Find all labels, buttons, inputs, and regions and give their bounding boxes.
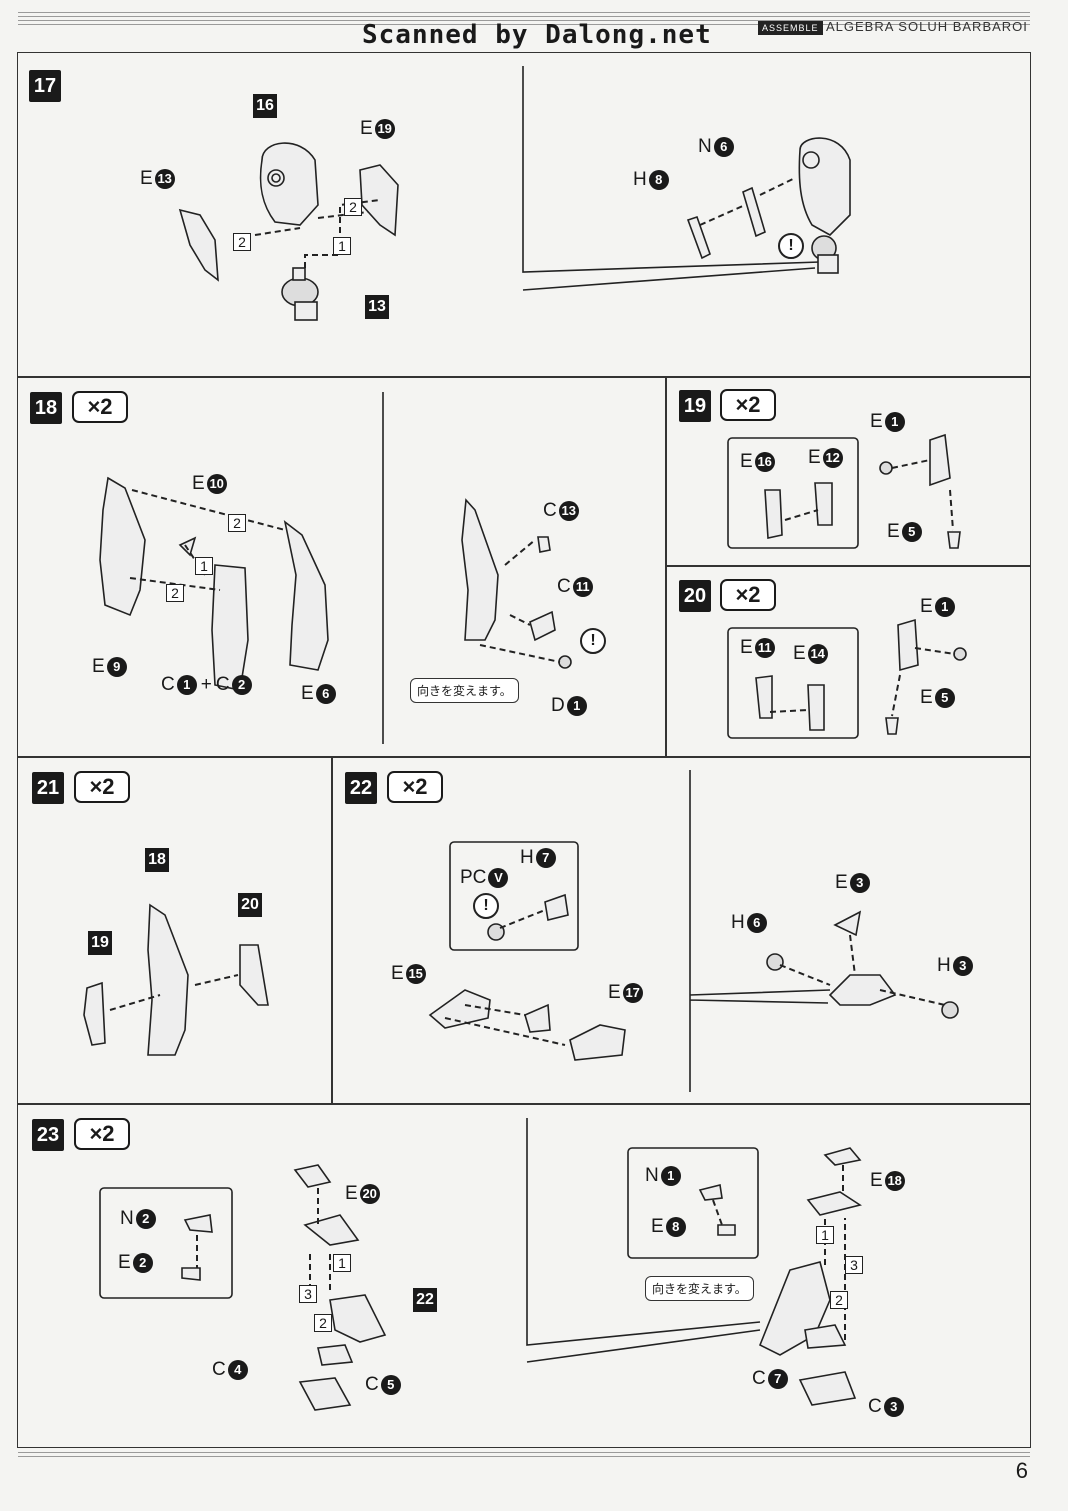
order-mark: 2 xyxy=(314,1314,332,1332)
order-mark: 1 xyxy=(333,1254,351,1272)
step-number: 19 xyxy=(679,390,711,422)
page-number: 6 xyxy=(1015,1458,1028,1483)
header-rule xyxy=(18,12,1030,40)
quantity-badge: ×2 xyxy=(720,389,776,421)
order-mark: 1 xyxy=(195,557,213,575)
scan-credit: Scanned by Dalong.net xyxy=(362,20,712,50)
step-number: 21 xyxy=(32,772,64,804)
quantity-badge: ×2 xyxy=(74,771,130,803)
part-ref: 22 xyxy=(413,1288,437,1312)
order-mark: 1 xyxy=(333,237,351,255)
quantity-badge: ×2 xyxy=(387,771,443,803)
divider xyxy=(17,1103,1031,1105)
step-number: 20 xyxy=(679,580,711,612)
section-tag: ASSEMBLE xyxy=(758,21,823,35)
step-number: 17 xyxy=(29,70,61,102)
steps-frame xyxy=(17,52,1031,1448)
part-ref: 20 xyxy=(238,893,262,917)
order-mark: 3 xyxy=(299,1285,317,1303)
orientation-note: 向きを変えます。 xyxy=(645,1276,754,1301)
quantity-badge: ×2 xyxy=(720,579,776,611)
footer-rule xyxy=(18,1456,1030,1457)
footer-rule xyxy=(18,1452,1030,1453)
orientation-note: 向きを変えます。 xyxy=(410,678,519,703)
caution-icon: ! xyxy=(473,893,499,919)
order-mark: 2 xyxy=(166,584,184,602)
step-number: 22 xyxy=(345,772,377,804)
divider xyxy=(17,376,1031,378)
order-mark: 2 xyxy=(233,233,251,251)
order-mark: 1 xyxy=(816,1226,834,1244)
divider xyxy=(17,756,1031,758)
order-mark: 3 xyxy=(845,1256,863,1274)
quantity-badge: ×2 xyxy=(74,1118,130,1150)
step-number: 23 xyxy=(32,1119,64,1151)
caution-icon: ! xyxy=(580,628,606,654)
part-ref: 18 xyxy=(145,848,169,872)
part-ref: 13 xyxy=(365,295,389,319)
divider xyxy=(331,756,333,1103)
caution-icon: ! xyxy=(778,233,804,259)
order-mark: 2 xyxy=(830,1291,848,1309)
order-mark: 2 xyxy=(228,514,246,532)
kit-title: ALGEBRA SOLUH BARBAROI xyxy=(826,19,1028,34)
order-mark: 2 xyxy=(344,198,362,216)
quantity-badge: ×2 xyxy=(72,391,128,423)
step-number: 18 xyxy=(30,392,62,424)
divider xyxy=(665,565,1031,567)
part-ref: 16 xyxy=(253,94,277,118)
part-ref: 19 xyxy=(88,931,112,955)
